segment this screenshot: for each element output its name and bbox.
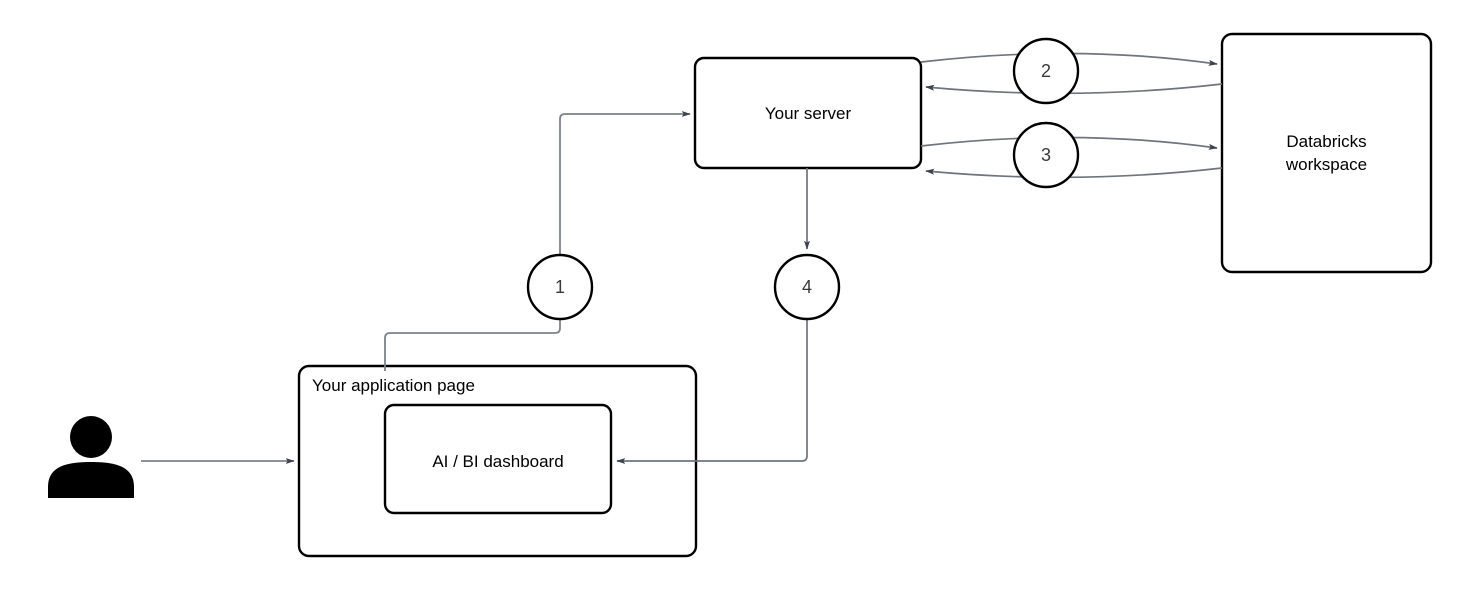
connector-step4-to-dashboard xyxy=(616,320,808,464)
step-circle-4[interactable] xyxy=(773,253,841,321)
connector-application-page-to-step1 xyxy=(384,258,564,371)
connector-step1-to-server xyxy=(559,111,691,254)
user-actor-icon xyxy=(48,416,134,498)
server-box[interactable] xyxy=(693,56,923,170)
connector-workspace-to-server-step3 xyxy=(925,167,1223,179)
dashboard-box[interactable] xyxy=(383,403,613,515)
connector-workspace-to-server-step2 xyxy=(925,83,1223,95)
databricks-workspace-box[interactable] xyxy=(1220,32,1433,274)
step-circle-2[interactable] xyxy=(1012,37,1080,105)
step-circle-1[interactable] xyxy=(526,253,594,321)
step-circle-3[interactable] xyxy=(1012,121,1080,189)
